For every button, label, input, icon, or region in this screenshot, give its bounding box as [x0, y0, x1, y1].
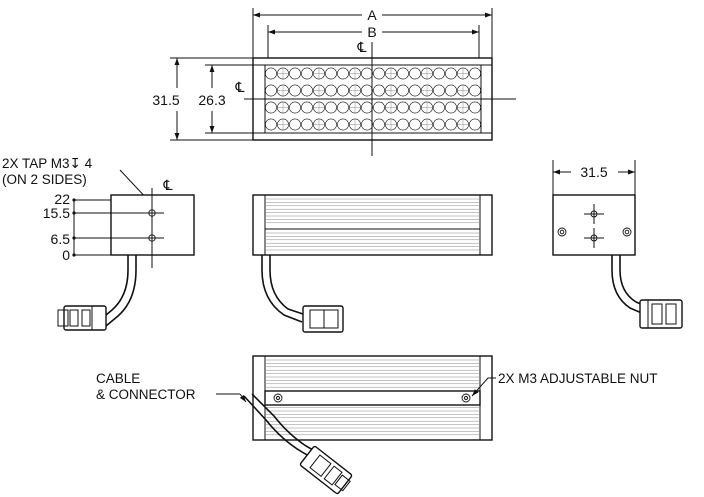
nut-label: 2X M3 ADJUSTABLE NUT	[498, 371, 658, 386]
dim-b: B	[268, 24, 479, 40]
led	[337, 101, 349, 114]
led	[325, 67, 337, 80]
cable-label-line1: CABLE	[96, 371, 140, 386]
heat-sink-fins	[265, 198, 480, 251]
led	[361, 101, 373, 114]
led	[373, 67, 385, 80]
left-connector	[57, 305, 107, 331]
cable-label-line2: & CONNECTOR	[96, 387, 196, 402]
led	[337, 118, 349, 131]
led	[409, 67, 421, 80]
led	[301, 101, 313, 114]
height-outer-label: 31.5	[152, 92, 179, 108]
middle-cable	[261, 255, 303, 323]
led	[337, 67, 349, 80]
led	[301, 84, 313, 97]
dim-a: A	[253, 7, 492, 23]
led	[445, 101, 457, 114]
led	[361, 84, 373, 97]
led	[301, 67, 313, 80]
led	[361, 67, 373, 80]
led	[445, 67, 457, 80]
bottom-cable	[243, 395, 317, 461]
led	[289, 84, 301, 97]
tap-note-line1: 2X TAP M3↧ 4	[2, 156, 93, 171]
led	[409, 118, 421, 131]
top-h-centerline-symbol: ℄	[235, 79, 245, 95]
led	[265, 84, 277, 97]
middle-connector	[302, 305, 344, 333]
led	[445, 84, 457, 97]
led	[325, 101, 337, 114]
led	[397, 67, 409, 80]
middle-view-body	[252, 194, 493, 256]
dim-a-label: A	[367, 7, 377, 23]
led	[397, 101, 409, 114]
tick-0: 0	[62, 247, 70, 263]
led	[469, 67, 481, 80]
led	[469, 101, 481, 114]
right-connector	[639, 299, 683, 329]
tick-22: 22	[54, 191, 70, 207]
led	[433, 118, 445, 131]
led	[373, 101, 385, 114]
led	[265, 67, 277, 80]
bottom-fins	[265, 359, 480, 436]
dim-b-label: B	[367, 24, 376, 40]
led	[325, 84, 337, 97]
dim-height-outer: 31.5	[152, 58, 180, 140]
tick-6-5: 6.5	[51, 231, 71, 247]
dim-width: 31.5	[553, 164, 635, 180]
led	[361, 118, 373, 131]
left-view: 2X TAP M3↧ 4 (ON 2 SIDES) ℄ 22 15.5 6.5 …	[2, 156, 195, 331]
led	[469, 118, 481, 131]
led	[289, 118, 301, 131]
led	[265, 118, 277, 131]
led	[433, 84, 445, 97]
led	[265, 101, 277, 114]
led	[397, 118, 409, 131]
led	[325, 118, 337, 131]
top-centerline-symbol: ℄	[357, 39, 367, 55]
led	[433, 67, 445, 80]
led-grid	[265, 67, 481, 131]
right-view: 31.5	[552, 160, 683, 329]
tick-15-5: 15.5	[43, 205, 70, 221]
tap-note-line2: (ON 2 SIDES)	[2, 172, 87, 187]
height-inner-label: 26.3	[198, 92, 225, 108]
led	[337, 84, 349, 97]
right-cable	[611, 255, 645, 315]
led	[289, 101, 301, 114]
middle-view	[252, 194, 493, 333]
led	[409, 84, 421, 97]
led	[397, 84, 409, 97]
left-centerline-symbol: ℄	[163, 177, 173, 193]
led	[373, 84, 385, 97]
bottom-view: CABLE & CONNECTOR 2X M3 ADJUSTABLE NUT	[96, 355, 658, 495]
led	[301, 118, 313, 131]
nut-rail	[264, 390, 481, 406]
bottom-connector	[299, 445, 353, 495]
led	[373, 118, 385, 131]
left-cable	[99, 255, 129, 321]
width-label: 31.5	[580, 164, 607, 180]
top-view: A B ℄ ℄ 31.5 26.3	[152, 7, 516, 156]
led	[289, 67, 301, 80]
led	[433, 101, 445, 114]
led	[469, 84, 481, 97]
dim-height-inner: 26.3	[198, 65, 226, 133]
led	[445, 118, 457, 131]
led	[409, 101, 421, 114]
